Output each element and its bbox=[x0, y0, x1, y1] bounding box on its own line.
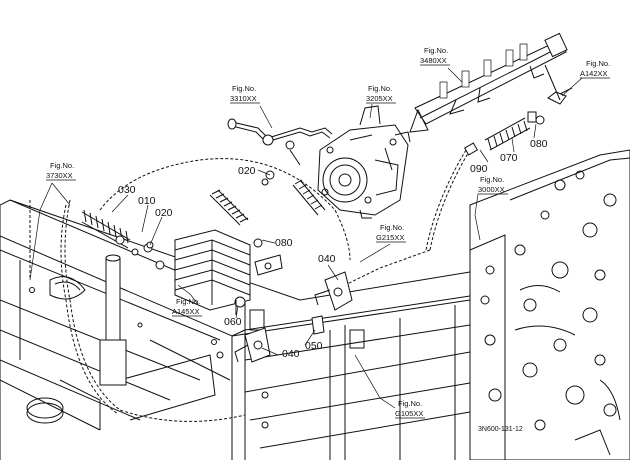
fuel-cooler bbox=[143, 229, 283, 315]
fig-ref-3000xx-line1: Fig.No. bbox=[480, 175, 504, 184]
part-label-010: 010 bbox=[138, 195, 156, 207]
fig-ref-a142xx-line1: Fig.No. bbox=[586, 59, 610, 68]
part-label-050: 050 bbox=[305, 340, 323, 352]
fuel-hose-lines bbox=[29, 149, 471, 422]
fig-ref-3205xx-line2: 3205XX bbox=[366, 94, 393, 103]
fig-ref-a145xx-line1: Fig.No. bbox=[176, 297, 200, 306]
hose-brackets bbox=[115, 178, 353, 363]
part-label-030: 030 bbox=[118, 184, 136, 196]
fig-ref-3310xx-line1: Fig.No. bbox=[232, 84, 256, 93]
fig-ref-3730xx: Fig.No. 3730XX bbox=[46, 161, 76, 181]
drawing-code: 3N600-131-12 bbox=[478, 426, 523, 433]
fig-ref-3480xx-line1: Fig.No. bbox=[424, 46, 448, 55]
fig-ref-a142xx: Fig.No. A142XX bbox=[580, 59, 610, 79]
fig-ref-3000xx: Fig.No. 3000XX bbox=[478, 175, 508, 195]
fig-ref-3205xx: Fig.No. 3205XX bbox=[366, 84, 396, 104]
fig-ref-3205xx-line1: Fig.No. bbox=[368, 84, 392, 93]
part-label-080-mid: 080 bbox=[275, 237, 293, 249]
fig-ref-g215xx: Fig.No. G215XX bbox=[376, 223, 406, 243]
fig-ref-3000xx-line2: 3000XX bbox=[478, 185, 505, 194]
fig-ref-3310xx: Fig.No. 3310XX bbox=[230, 84, 260, 104]
injection-pump bbox=[317, 105, 411, 219]
fig-ref-3730xx-line2: 3730XX bbox=[46, 171, 73, 180]
fig-ref-a142xx-line2: A142XX bbox=[580, 69, 608, 78]
fig-ref-g215xx-line1: Fig.No. bbox=[380, 223, 404, 232]
fuel-pipe-assembly bbox=[227, 118, 333, 180]
fig-ref-g215xx-line2: G215XX bbox=[376, 233, 404, 242]
fig-ref-g105xx: Fig.No. G105XX bbox=[395, 399, 425, 419]
part-label-040-top: 040 bbox=[318, 253, 336, 265]
fig-ref-g105xx-line1: Fig.No. bbox=[398, 399, 422, 408]
engine-block bbox=[469, 149, 630, 460]
fig-ref-3730xx-line1: Fig.No. bbox=[50, 161, 74, 170]
fig-ref-a145xx: Fig.No. A145XX bbox=[172, 297, 202, 317]
part-label-070: 070 bbox=[500, 152, 518, 164]
part-label-020-left: 020 bbox=[155, 207, 173, 219]
injector-rail bbox=[409, 32, 573, 133]
fig-ref-3480xx-line2: 3480XX bbox=[420, 56, 447, 65]
part-label-080-right: 080 bbox=[530, 138, 548, 150]
part-labels: 030 010 020 020 080 040 060 040 050 090 … bbox=[118, 138, 548, 360]
fig-ref-g105xx-line2: G105XX bbox=[395, 409, 423, 418]
part-label-060: 060 bbox=[224, 316, 242, 328]
fig-ref-a145xx-line2: A145XX bbox=[172, 307, 200, 316]
leader-lines bbox=[29, 67, 583, 409]
part-label-040-bottom: 040 bbox=[282, 348, 300, 360]
part-label-090: 090 bbox=[470, 163, 488, 175]
frame-rail bbox=[0, 199, 471, 460]
fig-ref-3310xx-line2: 3310XX bbox=[230, 94, 257, 103]
part-label-020-mid: 020 bbox=[238, 165, 256, 177]
fig-ref-3480xx: Fig.No. 3480XX bbox=[420, 46, 450, 66]
